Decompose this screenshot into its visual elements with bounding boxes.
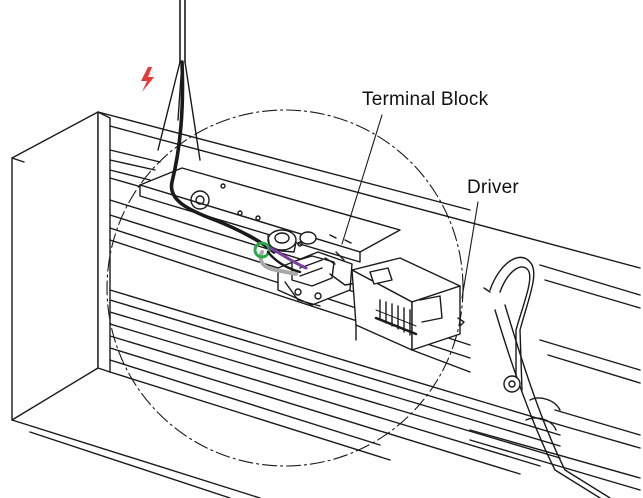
terminal-block-label: Terminal Block [362, 89, 489, 110]
diffuser-cover [483, 256, 641, 498]
strain-relief-clamp [267, 229, 317, 253]
purple-wire [268, 246, 308, 270]
detail-circle [106, 109, 464, 467]
green-earth-wire [253, 241, 271, 259]
driver [351, 257, 471, 373]
power-cord [169, 60, 276, 254]
gray-wire [258, 250, 298, 276]
wires [253, 241, 308, 276]
terminal-block-leader [341, 114, 383, 245]
driver-leader [461, 201, 479, 299]
black-wire [266, 250, 302, 274]
driver-label: Driver [467, 177, 519, 198]
housing-body [11, 111, 641, 498]
end-cap [11, 111, 111, 421]
lightning-bolt-icon [141, 67, 154, 92]
